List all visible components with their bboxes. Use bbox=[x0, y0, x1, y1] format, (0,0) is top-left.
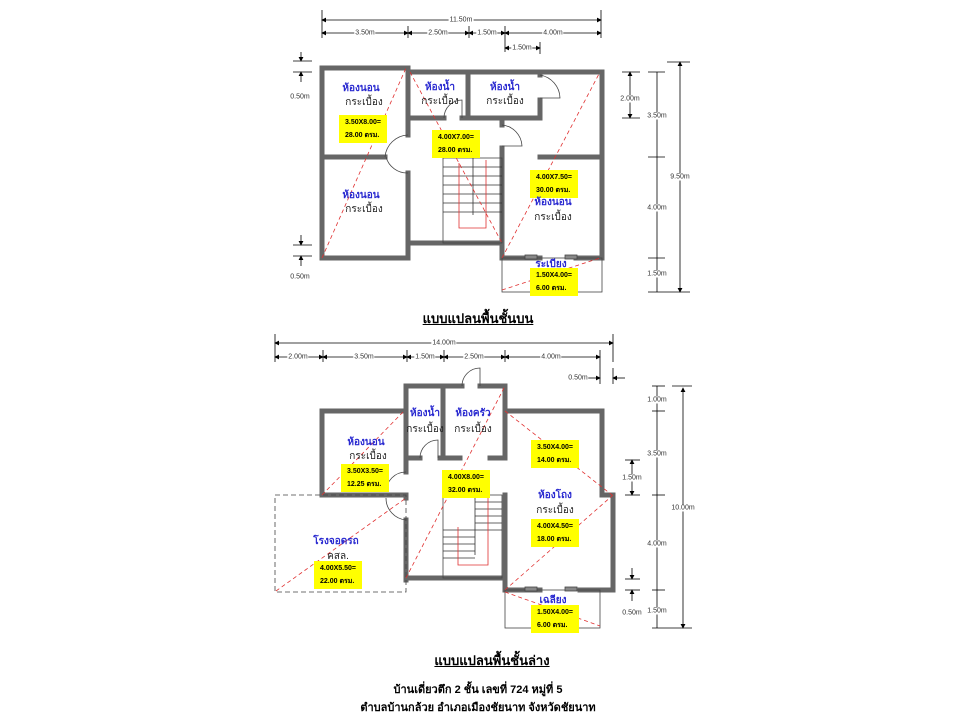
upper-bedroom-3-label: ห้องนอน bbox=[534, 197, 572, 208]
upper-bedroom-2-floor: กระเบื้อง bbox=[345, 204, 383, 215]
dim-upper-top-1: 3.50m bbox=[354, 29, 376, 37]
address-line-2: ตำบลบ้านกล้วย อำเภอเมืองชัยนาท จังหวัดชั… bbox=[360, 702, 596, 714]
dim-lower-right-1: 1.00m bbox=[646, 396, 668, 404]
lower-living-area: 4.00X4.50= 18.00 ตรม. bbox=[531, 519, 580, 547]
dim-lower-right-5: 1.50m bbox=[621, 474, 643, 482]
area-value: 6.00 ตรม. bbox=[536, 285, 567, 292]
dim-lower-top-2: 3.50m bbox=[353, 353, 375, 361]
lower-bedroom-area: 3.50X3.50= 12.25 ตรม. bbox=[341, 464, 390, 492]
area-value: 14.00 ตรม. bbox=[537, 457, 572, 464]
dim-upper-right-2: 4.00m bbox=[646, 204, 668, 212]
dim-upper-total: 11.50m bbox=[448, 16, 474, 24]
lower-garage-floor: คสล. bbox=[327, 551, 349, 562]
upper-plan-title: แบบแปลนพื้นชั้นบน bbox=[422, 311, 534, 326]
dim-upper-top-3: 1.50m bbox=[476, 29, 498, 37]
upper-bedroom-1-label: ห้องนอน bbox=[342, 83, 380, 94]
dim-upper-right-4: 2.00m bbox=[619, 95, 641, 103]
upper-hall-area: 4.00X7.00= 28.00 ตรม. bbox=[432, 130, 481, 158]
area-value: 22.00 ตรม. bbox=[320, 578, 355, 585]
dim-lower-total: 14.00m bbox=[431, 339, 457, 347]
dim-lower-right-6: 0.50m bbox=[621, 609, 643, 617]
upper-bathroom-2-floor: กระเบื้อง bbox=[486, 96, 524, 107]
area-formula: 3.50X4.00= bbox=[537, 444, 574, 451]
upper-bedroom-1-floor: กระเบื้อง bbox=[345, 97, 383, 108]
lower-terrace-label: เฉลียง bbox=[539, 595, 567, 606]
lower-bathroom-floor: กระเบื้อง bbox=[406, 424, 444, 435]
lower-garage-area: 4.00X5.50= 22.00 ตรม. bbox=[314, 561, 363, 589]
upper-bedroom-1-area: 3.50X8.00= 28.00 ตรม. bbox=[339, 115, 388, 143]
lower-garage-label: โรงจอดรถ bbox=[313, 536, 359, 547]
dim-lower-right-4: 1.50m bbox=[646, 607, 668, 615]
area-value: 28.00 ตรม. bbox=[345, 132, 380, 139]
area-value: 18.00 ตรม. bbox=[537, 536, 572, 543]
upper-details bbox=[384, 74, 603, 293]
area-formula: 3.50X3.50= bbox=[347, 468, 384, 475]
dim-lower-top-4: 2.50m bbox=[463, 353, 485, 361]
dim-lower-right-total: 10.00m bbox=[670, 504, 696, 512]
upper-bedroom-3-area: 4.00X7.50= 30.00 ตรม. bbox=[530, 170, 579, 198]
dim-upper-top-2: 2.50m bbox=[427, 29, 449, 37]
upper-bedroom-3-floor: กระเบื้อง bbox=[534, 212, 572, 223]
lower-bathroom-label: ห้องน้ำ bbox=[410, 408, 440, 419]
dim-lower-right-3: 4.00m bbox=[646, 540, 668, 548]
area-formula: 4.00X7.50= bbox=[536, 174, 573, 181]
dim-lower-top-6: 0.50m bbox=[567, 374, 589, 382]
dim-lower-top-1: 2.00m bbox=[287, 353, 309, 361]
upper-bedroom-2-label: ห้องนอน bbox=[342, 190, 380, 201]
area-formula: 4.00X7.00= bbox=[438, 134, 475, 141]
dim-lower-right-2: 3.50m bbox=[646, 450, 668, 458]
area-value: 28.00 ตรม. bbox=[438, 147, 473, 154]
dim-upper-right-3: 1.50m bbox=[646, 270, 668, 278]
dim-lower-top-3: 1.50m bbox=[414, 353, 436, 361]
area-formula: 3.50X8.00= bbox=[345, 119, 382, 126]
area-value: 30.00 ตรม. bbox=[536, 187, 571, 194]
dim-upper-right-total: 9.50m bbox=[669, 173, 691, 181]
lower-terrace-area: 1.50X4.00= 6.00 ตรม. bbox=[531, 605, 580, 633]
area-value: 12.25 ตรม. bbox=[347, 481, 382, 488]
address-line-1: บ้านเดี่ยวตึก 2 ชั้น เลขที่ 724 หมู่ที่ … bbox=[393, 684, 563, 696]
area-formula: 4.00X8.00= bbox=[448, 474, 485, 481]
lower-bedroom-floor: กระเบื้อง bbox=[349, 451, 387, 462]
lower-kitchen-floor: กระเบื้อง bbox=[454, 424, 492, 435]
upper-balcony-label: ระเบียง bbox=[535, 259, 567, 270]
area-formula: 1.50X4.00= bbox=[537, 609, 574, 616]
dim-lower-top-5: 4.00m bbox=[540, 353, 562, 361]
dim-upper-right-1: 3.50m bbox=[646, 112, 668, 120]
dim-upper-top-5: 1.50m bbox=[511, 44, 533, 52]
dim-upper-top-4: 4.00m bbox=[542, 29, 564, 37]
lower-bedroom-label: ห้องนอน bbox=[347, 437, 385, 448]
dim-upper-left-top: 0.50m bbox=[289, 93, 311, 101]
area-formula: 4.00X5.50= bbox=[320, 565, 357, 572]
area-value: 6.00 ตรม. bbox=[537, 622, 568, 629]
area-formula: 1.50X4.00= bbox=[536, 272, 573, 279]
upper-bathroom-1-floor: กระเบื้อง bbox=[421, 96, 459, 107]
area-value: 32.00 ตรม. bbox=[448, 487, 483, 494]
lower-living-label: ห้องโถง bbox=[538, 490, 572, 501]
dim-upper-left-bottom: 0.50m bbox=[289, 273, 311, 281]
lower-living-floor: กระเบื้อง bbox=[536, 505, 574, 516]
lower-living-upper-area: 3.50X4.00= 14.00 ตรม. bbox=[531, 440, 580, 468]
lower-hall-area: 4.00X8.00= 32.00 ตรม. bbox=[442, 470, 491, 498]
upper-bathroom-1-label: ห้องน้ำ bbox=[425, 82, 455, 93]
area-formula: 4.00X4.50= bbox=[537, 523, 574, 530]
upper-bathroom-2-label: ห้องน้ำ bbox=[490, 82, 520, 93]
lower-kitchen-label: ห้องครัว bbox=[455, 408, 491, 419]
lower-plan-title: แบบแปลนพื้นชั้นล่าง bbox=[434, 653, 550, 668]
upper-balcony-area: 1.50X4.00= 6.00 ตรม. bbox=[530, 268, 579, 296]
